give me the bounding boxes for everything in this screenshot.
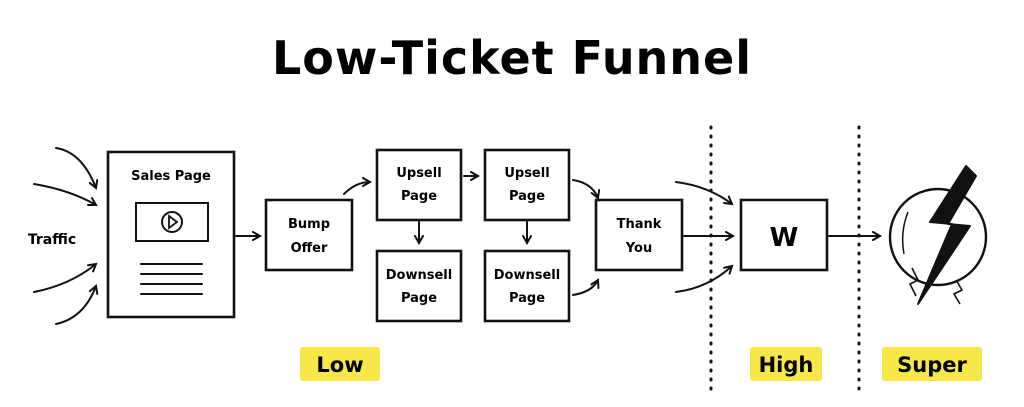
tier-super: Super — [882, 347, 982, 381]
bump-offer-label-2: Offer — [291, 241, 328, 256]
tier-super-label: Super — [897, 353, 967, 377]
tier-low: Low — [300, 347, 380, 381]
thank-you-label-2: You — [625, 241, 652, 256]
downsell-2-label-1: Downsell — [494, 268, 560, 283]
traffic-arrows — [33, 147, 96, 325]
tier-high-label: High — [759, 353, 814, 377]
grid-arrows — [419, 176, 598, 296]
sales-page-node: Sales Page — [106, 150, 236, 319]
video-frame — [135, 202, 209, 242]
downsell-page-2-node: Downsell Page — [483, 249, 571, 323]
play-icon — [161, 211, 183, 233]
thank-you-label-1: Thank — [617, 217, 662, 232]
upsell-2-label-2: Page — [509, 189, 545, 204]
diagram-title: Low-Ticket Funnel — [272, 31, 752, 85]
arrow-bump-to-upsell — [343, 182, 370, 195]
traffic-label: Traffic — [28, 232, 76, 248]
bump-offer-label-1: Bump — [288, 217, 330, 232]
thank-you-node: Thank You — [594, 198, 684, 272]
downsell-2-label-2: Page — [509, 291, 545, 306]
downsell-1-label-1: Downsell — [386, 268, 452, 283]
text-lines — [140, 263, 203, 295]
sales-page-label: Sales Page — [131, 169, 211, 184]
bump-offer-node: Bump Offer — [264, 198, 354, 272]
tier-low-label: Low — [316, 353, 363, 377]
webinar-label: W — [770, 223, 799, 253]
webinar-node: W — [739, 198, 829, 272]
upsell-2-label-1: Upsell — [504, 166, 549, 181]
downsell-page-1-node: Downsell Page — [375, 249, 463, 323]
lightning-icon — [888, 165, 988, 305]
upsell-page-2-node: Upsell Page — [483, 148, 571, 222]
upsell-page-1-node: Upsell Page — [375, 148, 463, 222]
upsell-1-label-2: Page — [401, 189, 437, 204]
tier-high: High — [750, 347, 822, 381]
downsell-1-label-2: Page — [401, 291, 437, 306]
upsell-1-label-1: Upsell — [396, 166, 441, 181]
arrows-into-webinar — [675, 181, 733, 293]
